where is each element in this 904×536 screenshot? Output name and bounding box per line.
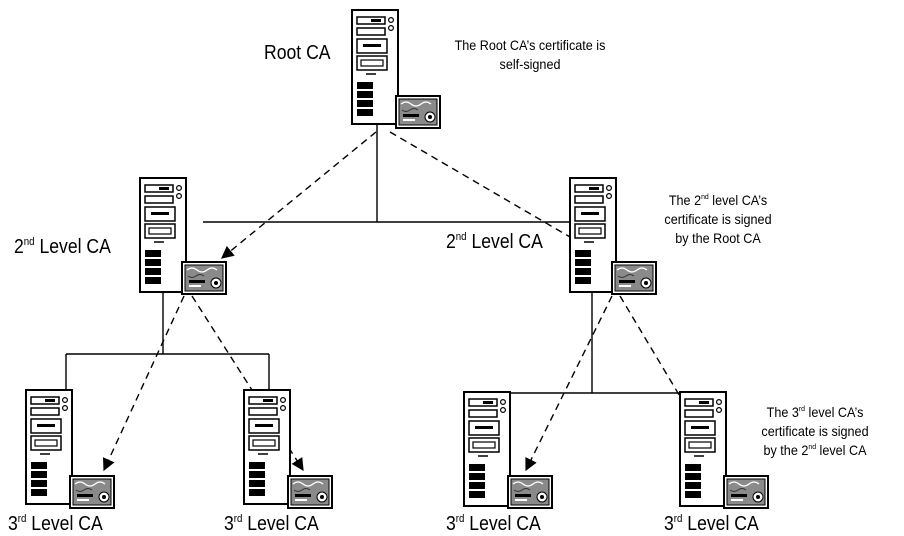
- l2-left-ca-node: [140, 178, 226, 294]
- signing-arrow-l2-right-to-l3-c: [526, 296, 612, 470]
- signing-arrow-root-to-l2-left: [222, 132, 376, 258]
- level2-note-line1: The 2nd level CA’s: [641, 191, 796, 210]
- certificate-icon: [182, 262, 226, 294]
- server-tower-icon: [26, 390, 72, 504]
- certificate-icon: [70, 476, 114, 508]
- signing-arrow-l2-left-to-l3-a: [104, 296, 184, 470]
- level3-note-line2: certificate is signed: [737, 422, 894, 441]
- level2-note: The 2nd level CA’s certificate is signed…: [641, 191, 796, 248]
- server-tower-icon: [464, 392, 510, 506]
- server-tower-icon: [352, 10, 398, 124]
- l3-b-ca-label: 3rd Level CA: [224, 513, 319, 535]
- l3-d-ca-label: 3rd Level CA: [664, 513, 759, 535]
- root-ca-label: Root CA: [264, 42, 331, 64]
- certificate-icon: [396, 96, 440, 128]
- level3-note-line1: The 3rd level CA’s: [737, 403, 894, 422]
- level3-note-line3: by the 2nd level CA: [737, 441, 894, 460]
- l3-a-ca-node: [26, 390, 114, 508]
- server-tower-icon: [244, 390, 290, 504]
- l3-b-ca-node: [244, 390, 332, 508]
- server-tower-icon: [140, 178, 186, 292]
- l3-c-ca-node: [464, 392, 552, 508]
- root-note-line1: The Root CA’s certificate is: [427, 36, 634, 55]
- certificate-icon: [508, 476, 552, 508]
- server-tower-icon: [680, 392, 726, 506]
- level2-note-line3: by the Root CA: [641, 229, 796, 248]
- signing-arrows: [104, 132, 724, 470]
- level2-note-line2: certificate is signed: [641, 210, 796, 229]
- level3-note: The 3rd level CA’s certificate is signed…: [737, 403, 894, 460]
- certificate-icon: [612, 262, 656, 294]
- l3-c-ca-label: 3rd Level CA: [446, 513, 541, 535]
- root-note: The Root CA’s certificate is self-signed: [427, 36, 634, 74]
- root-note-line2: self-signed: [427, 55, 634, 74]
- server-tower-icon: [570, 178, 616, 292]
- certificate-icon: [724, 476, 768, 508]
- certificate-icon: [288, 476, 332, 508]
- l3-a-ca-label: 3rd Level CA: [8, 513, 103, 535]
- l2-right-ca-label: 2nd Level CA: [446, 231, 543, 253]
- l2-left-ca-label: 2nd Level CA: [14, 236, 111, 258]
